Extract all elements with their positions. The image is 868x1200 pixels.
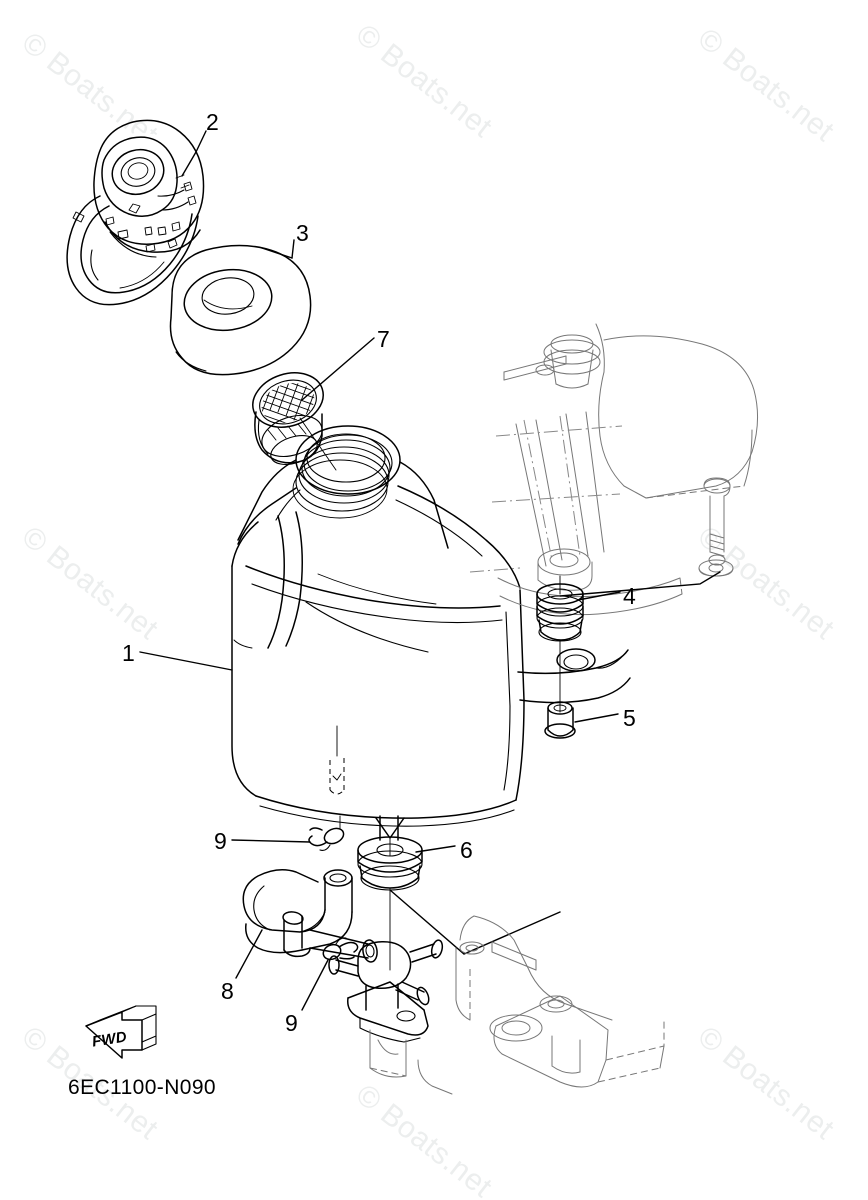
leader-line-9-upper [231,839,311,843]
callout-9-hose-clamp-lower: 9 [285,1010,298,1036]
leader-line-5 [574,713,619,723]
leader-line-6 [415,845,456,853]
part-5-collar [544,701,619,739]
leader-line-2b [181,151,197,177]
part-fill-masks [80,133,524,952]
reference-pointer-bracket [389,889,561,955]
leader-line-9-lower [301,959,329,1011]
part-7-fuel-strainer [252,337,375,471]
callout-4-upper-damper: 4 [623,583,636,609]
part-9-hose-clamp-upper [231,815,345,851]
part-1-fuel-tank [139,425,631,827]
reference-lower-bracket [417,915,665,1095]
part-4-upper-damper [536,575,621,713]
callout-7-fuel-strainer: 7 [377,326,390,352]
diagram-code: 6EC1100-N090 [68,1076,217,1099]
tank-outlet-hidden-detail [329,725,345,795]
callout-6-lower-grommet: 6 [460,837,473,863]
callout-5-collar: 5 [623,705,636,731]
leader-line-2 [195,130,207,153]
callout-8-fuel-hose: 8 [221,978,234,1004]
callout-2-tank-cap: 2 [206,109,219,135]
reference-engine-mount-upper [469,323,758,616]
part-6-lower-grommet [357,815,561,971]
leader-line-1 [139,651,233,671]
callout-1-fuel-tank: 1 [122,640,135,666]
leader-line-3 [291,239,295,259]
reference-pointer-bolt [559,571,721,597]
callout-3-cap-gasket: 3 [296,220,309,246]
callout-9-hose-clamp-upper: 9 [214,828,227,854]
leader-line-4 [577,591,621,601]
reference-fuel-joint [328,939,444,1078]
part-8-fuel-hose [235,869,378,979]
part-2-fuel-tank-cap [66,119,207,306]
forward-direction-arrow [85,1005,157,1059]
leader-line-8 [235,929,263,979]
strainer-insert-centerline [299,417,337,471]
leader-line-7 [301,337,375,401]
part-3-cap-gasket [169,239,312,376]
leader-line-3b [261,247,293,259]
